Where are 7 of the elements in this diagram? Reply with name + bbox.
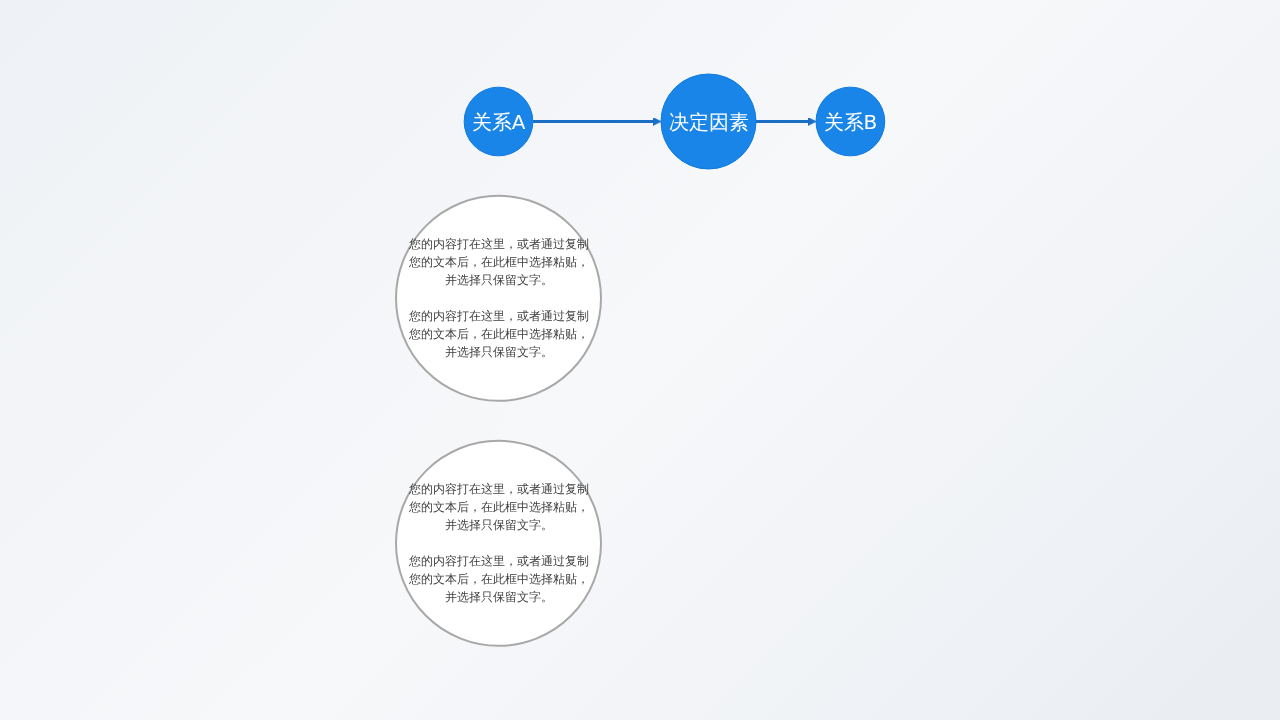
node-circle: 您的内容打在这里，或者通过复制您的文本后，在此框中选择粘贴，并选择只保留文字。 您的内容打在这里，或者通过复制您的文本后，在此框中选择粘贴，并选择只保留文字。 [394,439,602,647]
node-circle: 关系A [463,86,533,157]
arrow [755,117,817,126]
node-circle: 您的内容打在这里，或者通过复制您的文本后，在此框中选择粘贴，并选择只保留文字。 您的内容打在这里，或者通过复制您的文本后，在此框中选择粘贴，并选择只保留文字。 [394,194,602,402]
node-circle: 决定因素 [660,73,757,170]
node-circle: 关系B [815,86,885,157]
arrow [532,117,662,126]
